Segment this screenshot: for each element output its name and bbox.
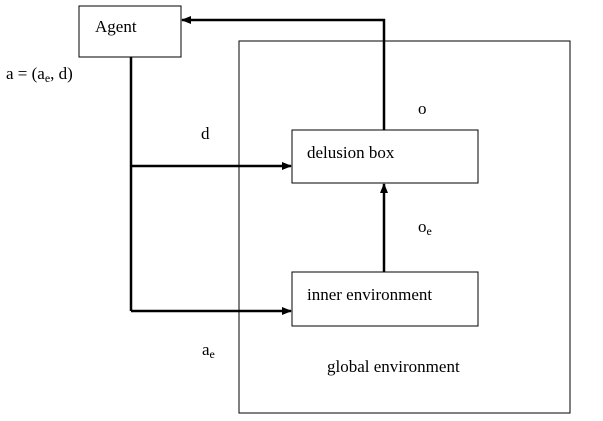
ae-label: ae <box>202 340 215 360</box>
inner-environment-label: inner environment <box>307 285 433 304</box>
o-label: o <box>418 99 427 118</box>
d-label: d <box>201 124 210 143</box>
delusion-box-label: delusion box <box>307 143 395 162</box>
oe-label-subscript: e <box>426 224 432 238</box>
agent-label: Agent <box>95 17 137 36</box>
oe-label: oe <box>418 217 432 237</box>
oe-label-main: o <box>418 217 427 236</box>
action-label-suffix: , d) <box>50 64 73 83</box>
o-arrow <box>181 16 386 130</box>
global-environment-box <box>238 40 571 414</box>
global-environment-label: global environment <box>327 357 460 376</box>
action-label: a = (ae, d) <box>6 64 73 84</box>
action-label-prefix: a = (a <box>6 64 45 83</box>
action-label-subscript: e <box>44 71 51 85</box>
delusion-box-rect <box>291 129 479 184</box>
ae-label-subscript: e <box>209 347 215 361</box>
ae-label-main: a <box>202 340 210 359</box>
